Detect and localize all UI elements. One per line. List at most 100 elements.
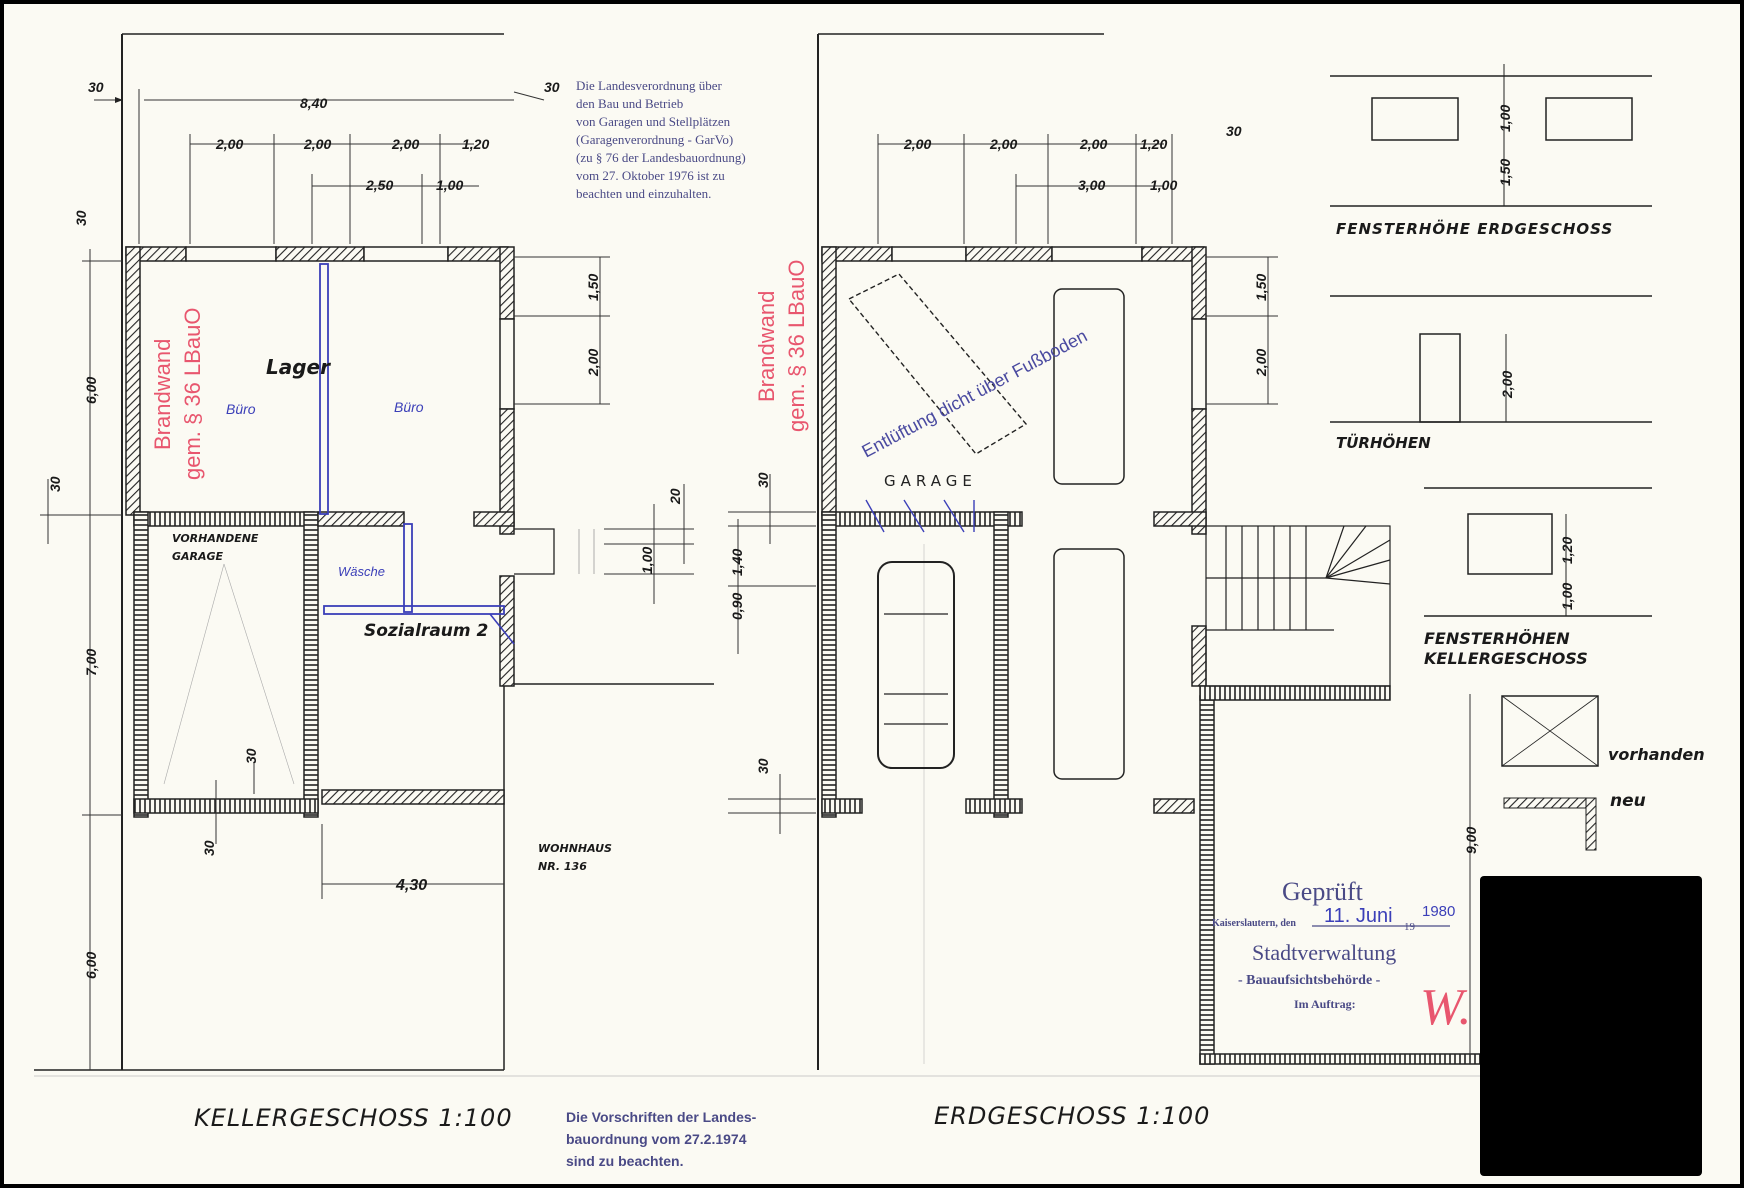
regulation-note: Die Landesverordnung über den Bau und Be… [576, 78, 746, 201]
dim-kg-row1-0: 2,00 [215, 136, 243, 152]
legend-window-kg-dim-0: 1,20 [1559, 537, 1575, 564]
room-label-lager: Lager [266, 355, 331, 379]
legend-window-eg-dim-1: 1,50 [1497, 159, 1513, 186]
plan-title-kellergeschoss: KELLERGESCHOSS 1:100 [194, 1104, 513, 1132]
brandwand-note-left-2: gem. § 36 LBauO [180, 308, 205, 480]
car-parked-upper-right [1053, 288, 1125, 485]
dim-kg-door-100: 1,00 [639, 547, 655, 574]
car-parked-lower-right [1053, 548, 1125, 780]
regulation-line-4: (Garagenverordnung - GarVo) [576, 132, 733, 147]
dim-eg-row1-30: 30 [1226, 123, 1242, 139]
dim-eg-left-090: 0,90 [729, 593, 745, 620]
blue-ink-annotations-right [865, 499, 975, 533]
legend-door-dim: 2,00 [1499, 371, 1515, 399]
approval-stamp: Geprüft Kaiserslautern, den 11. Juni 19 … [1212, 877, 1512, 1036]
stamp-order: Im Auftrag: [1294, 997, 1356, 1011]
stamp-place: Kaiserslautern, den [1212, 918, 1296, 929]
blueprint-sheet: 30 8,40 30 2,00 2,00 2,00 1,20 2,50 1,00… [4, 4, 1740, 1184]
car-in-garage [877, 561, 955, 769]
erdgeschoss-dimensions [728, 134, 1471, 1064]
legend-new-label: neu [1610, 791, 1646, 811]
brandwand-note-right-1: Brandwand [754, 291, 779, 402]
room-label-buero-left: Büro [226, 401, 256, 417]
room-label-garage: GARAGE [884, 472, 977, 490]
neighbor-label-1: WOHNHAUS [538, 842, 612, 855]
regulation-line-7: beachten und einzuhalten. [576, 186, 711, 201]
dim-eg-row1-0: 2,00 [903, 136, 931, 152]
stamp-year-prefix: 19 [1404, 921, 1416, 933]
legend-window-kg-title-2: KELLERGESCHOSS [1424, 649, 1588, 668]
legend-window-eg-title: FENSTERHÖHE ERDGESCHOSS [1336, 219, 1613, 238]
dim-kg-bottom-430: 4,30 [395, 877, 427, 894]
stamp-date: 11. Juni [1324, 905, 1393, 927]
regulation-line-2: den Bau und Betrieb [576, 96, 683, 111]
dim-kg-overall: 8,40 [300, 95, 327, 111]
legend [1330, 64, 1652, 851]
dim-kg-row2-1: 1,00 [436, 177, 463, 193]
dim-kg-left-600-bottom: 6,00 [83, 952, 99, 979]
erdgeschoss-plan [817, 33, 1481, 1070]
blue-ink-annotations-left [319, 263, 515, 645]
dim-kg-left-700: 7,00 [83, 649, 99, 676]
dim-eg-row2-1: 1,00 [1150, 177, 1177, 193]
room-label-vorhandene-2: GARAGE [172, 550, 224, 563]
dim-kg-door-20: 20 [667, 488, 683, 505]
stamp-department: - Bauaufsichtsbehörde - [1238, 973, 1381, 988]
ventilation-note: Entlüftung dicht über Fußboden [858, 325, 1090, 461]
dim-kg-row1-1: 2,00 [303, 136, 331, 152]
legend-existing-label: vorhanden [1608, 745, 1705, 764]
legend-new-symbol [1503, 797, 1597, 851]
regulation-line-6: vom 27. Oktober 1976 ist zu [576, 168, 725, 183]
dim-eg-row1-3: 1,20 [1140, 136, 1167, 152]
legend-existing-symbol [1501, 695, 1599, 767]
room-label-buero-right: Büro [394, 399, 424, 415]
bottom-regulation-note: Die Vorschriften der Landes- bauordnung … [566, 1109, 757, 1169]
legend-window-kg-title-1: FENSTERHÖHEN [1424, 629, 1570, 648]
regulation-line-5: (zu § 76 der Landesbauordnung) [576, 150, 746, 165]
dim-eg-right-150: 1,50 [1253, 274, 1269, 301]
dim-kg-left-600-top: 6,00 [83, 377, 99, 404]
floor-plan-drawing: 30 8,40 30 2,00 2,00 2,00 1,20 2,50 1,00… [34, 33, 1705, 1169]
dim-eg-left-140: 1,40 [729, 549, 745, 576]
redaction-box [1480, 876, 1702, 1176]
dim-kg-garage-30-a: 30 [243, 748, 259, 764]
legend-window-kg-dim-1: 1,00 [1559, 583, 1575, 610]
dim-eg-left-30-bottom: 30 [755, 758, 771, 774]
room-label-vorhandene-1: VORHANDENE [172, 532, 259, 545]
neighbor-label-2: NR. 136 [538, 860, 587, 873]
regulation-line-1: Die Landesverordnung über [576, 78, 723, 93]
dim-kg-top-30-right: 30 [544, 79, 560, 95]
legend-door-title: TÜRHÖHEN [1336, 433, 1431, 452]
dim-eg-right-200: 2,00 [1253, 349, 1269, 377]
stamp-authority: Stadtverwaltung [1252, 940, 1396, 965]
room-label-waesche: Wäsche [338, 564, 385, 579]
dim-kg-garage-30-b: 30 [201, 840, 217, 856]
brandwand-note-left-1: Brandwand [150, 339, 175, 450]
regulation-line-3: von Garagen und Stellplätzen [576, 114, 731, 129]
dim-kg-right-200: 2,00 [585, 349, 601, 377]
dim-eg-left-30-top: 30 [755, 472, 771, 488]
dim-kg-top-30-left: 30 [88, 79, 104, 95]
dim-eg-row1-1: 2,00 [989, 136, 1017, 152]
bottom-note-line-1: Die Vorschriften der Landes- [566, 1109, 757, 1125]
car-parked-diagonal [847, 273, 1028, 455]
dim-eg-right-900: 9,00 [1463, 827, 1479, 854]
brandwand-note-right-2: gem. § 36 LBauO [784, 260, 809, 432]
dim-kg-left-30-top: 30 [73, 210, 89, 226]
legend-window-eg-dim-0: 1,00 [1497, 105, 1513, 132]
plan-title-erdgeschoss: ERDGESCHOSS 1:100 [934, 1102, 1210, 1130]
room-label-sozialraum: Sozialraum 2 [364, 621, 488, 641]
stamp-title: Geprüft [1282, 877, 1364, 906]
bottom-note-line-2: bauordnung vom 27.2.1974 [566, 1131, 747, 1147]
dim-eg-row1-2: 2,00 [1079, 136, 1107, 152]
kellergeschoss-plan [34, 33, 714, 1071]
stamp-year: 1980 [1422, 903, 1455, 920]
staircase [1205, 525, 1391, 687]
dim-kg-row2-0: 2,50 [365, 177, 393, 193]
dim-kg-row1-2: 2,00 [391, 136, 419, 152]
bottom-note-line-3: sind zu beachten. [566, 1153, 683, 1169]
kellergeschoss-dimensions [40, 89, 694, 1070]
dim-eg-row2-0: 3,00 [1078, 177, 1105, 193]
dim-kg-row1-3: 1,20 [462, 136, 489, 152]
dim-kg-left-30-mid: 30 [47, 476, 63, 492]
